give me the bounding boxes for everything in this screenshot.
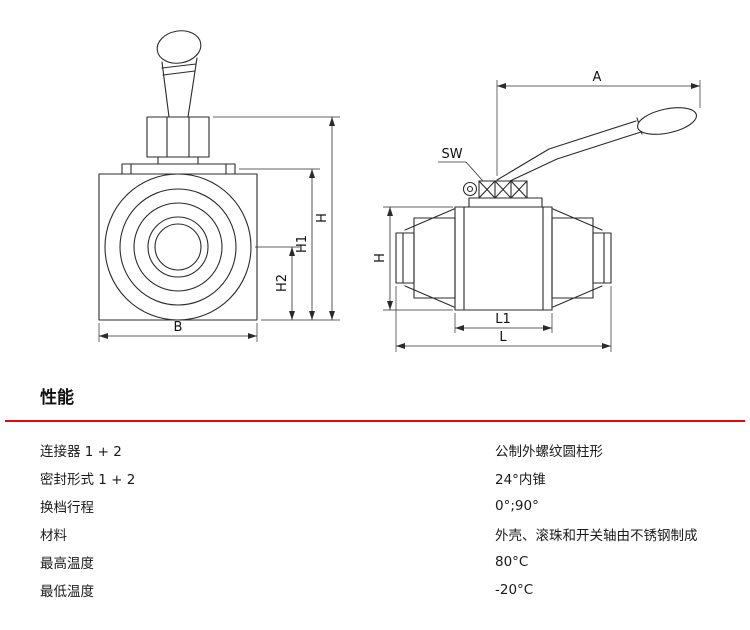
dimensions-side: A H L1 L [373,70,701,352]
dim-label-sw: SW [441,147,462,162]
spec-row: 换档行程 0°;90° [40,492,710,520]
dimensions-front: B H2 H1 H [98,116,340,342]
spec-label: 材料 [40,528,67,544]
stem-nut-knurled [462,180,528,199]
top-plate [468,197,543,208]
bore-circle [147,216,209,278]
lever-handle-side [496,107,698,182]
spec-value: 80°C [495,554,529,570]
dim-label-h-front: H [315,213,330,223]
valve-handle-front [156,30,202,118]
dim-label-h1: H1 [295,235,310,253]
dim-label-l1: L1 [495,312,511,327]
spec-row: 最低温度 -20°C [40,576,710,604]
right-connector [551,208,612,308]
spec-value: -20°C [495,582,534,598]
dim-label-l: L [499,330,507,345]
dim-label-a: A [593,70,602,85]
dim-label-h2: H2 [275,274,290,292]
spec-label: 连接器 1 + 2 [40,444,122,460]
spec-table: 连接器 1 + 2 公制外螺纹圆柱形 密封形式 1 + 2 24°内锥 换档行程… [40,436,710,604]
left-connector [395,208,456,308]
stem-neck [157,156,199,165]
section-title: 性能 [40,388,74,408]
spec-value: 公制外螺纹圆柱形 [495,444,603,460]
technical-drawing: B H2 H1 H [98,30,701,352]
spec-row: 密封形式 1 + 2 24°内锥 [40,464,710,492]
spec-row: 材料 外壳、滚珠和开关轴由不锈钢制成 [40,520,710,548]
stem-pin [462,181,478,197]
front-view: B H2 H1 H [98,30,340,342]
spec-label: 最高温度 [40,556,94,572]
spec-row: 连接器 1 + 2 公制外螺纹圆柱形 [40,436,710,464]
handle-knob [156,30,202,64]
spec-label: 最低温度 [40,584,94,600]
hex-nut-front [146,116,210,165]
mounting-flange [121,163,236,175]
spec-value: 0°;90° [495,498,539,514]
spec-label: 换档行程 [40,500,94,516]
side-view: SW A H L1 [373,70,701,352]
dim-label-h-side: H [373,253,388,263]
dim-label-b: B [174,320,183,335]
spec-row: 最高温度 80°C [40,548,710,576]
valve-body-side [454,197,553,311]
spec-value: 外壳、滚珠和开关轴由不锈钢制成 [495,528,698,544]
sw-callout: SW [438,147,484,182]
valve-body-front [98,173,258,321]
spec-value: 24°内锥 [495,472,546,488]
accent-divider [5,420,745,422]
product-datasheet: B H2 H1 H [5,30,745,604]
lever-grip [636,107,698,135]
spec-label: 密封形式 1 + 2 [40,472,136,488]
